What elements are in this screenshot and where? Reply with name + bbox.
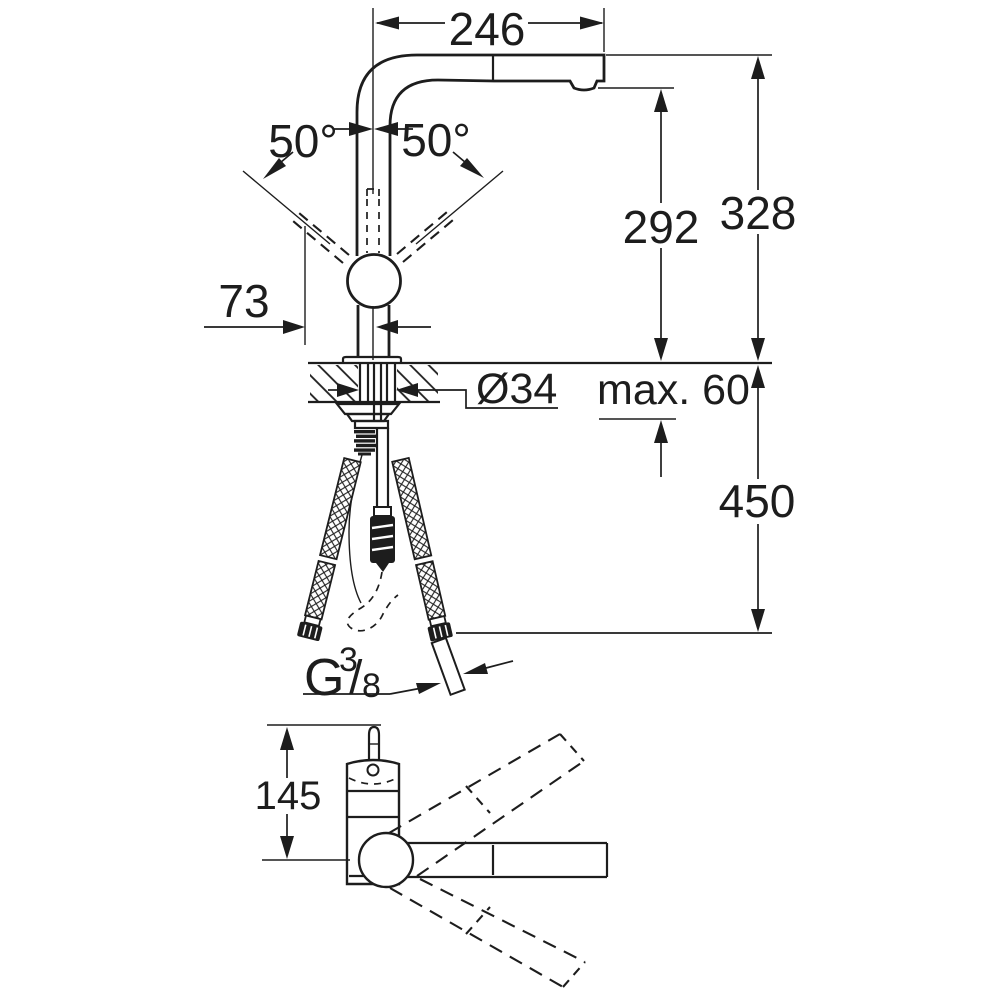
dimension-145: 145 xyxy=(255,724,381,861)
dim-328-label: 328 xyxy=(720,187,797,239)
dim-246-label: 246 xyxy=(449,3,526,55)
pullout-hose-straight xyxy=(375,428,390,514)
arrowhead-bottom xyxy=(280,836,294,859)
braided-hose-segment xyxy=(318,456,362,561)
arrowhead-axis-right xyxy=(460,158,484,178)
leader-line xyxy=(414,389,558,409)
lever-axis-left xyxy=(242,170,331,245)
dim-diameter-label: Ø34 xyxy=(476,365,557,413)
arrowhead-left xyxy=(283,320,305,334)
dim-145-label: 145 xyxy=(255,774,322,818)
dimension-328: 328 xyxy=(606,54,797,361)
arrowhead-top xyxy=(751,365,765,388)
arrowhead-bottom xyxy=(654,338,668,361)
weight-collar xyxy=(373,506,392,517)
spout-outline xyxy=(355,53,606,256)
plan-screw-hole xyxy=(366,763,380,777)
dimension-246: 246 xyxy=(375,3,605,55)
thread-callout-g38: G 3 / 8 xyxy=(303,641,514,707)
weight-slit xyxy=(371,523,394,530)
weight-slit xyxy=(371,545,394,552)
arrowhead-top xyxy=(280,727,294,750)
arrowhead-left xyxy=(337,383,359,397)
dim-max60-label: max. 60 xyxy=(597,366,750,414)
hose-weight xyxy=(370,506,395,572)
cartridge-hidden-lines xyxy=(366,188,380,253)
dimension-73: 73 xyxy=(204,226,431,345)
arrowhead-bottom xyxy=(751,338,765,361)
plan-dashed-arm-lower-caps xyxy=(465,906,586,988)
nut-facets xyxy=(432,624,449,639)
arrowhead-bottom xyxy=(751,609,765,632)
plan-spout-swivel-range xyxy=(388,733,586,988)
arrowhead-left xyxy=(375,16,399,30)
mounting-shank xyxy=(358,363,397,420)
plan-spout-arm xyxy=(407,841,609,879)
braided-hose-segment xyxy=(303,559,337,621)
leader-line xyxy=(485,660,514,669)
arrowhead-right xyxy=(396,383,418,397)
dim-50deg-right-label: 50° xyxy=(401,114,471,166)
faucet-plan-view xyxy=(345,725,609,988)
dim-450-label: 450 xyxy=(719,475,796,527)
lever-position-left xyxy=(292,212,350,264)
supply-hose-left xyxy=(297,456,362,642)
nut-facets xyxy=(302,624,319,639)
supply-hose-right xyxy=(391,456,453,642)
thread-g-label: G xyxy=(304,649,344,707)
thread-denominator: 8 xyxy=(362,667,381,705)
dim-50deg-left-label: 50° xyxy=(268,115,338,167)
arrowhead-right xyxy=(580,16,604,30)
leader-line xyxy=(389,687,423,695)
plan-dashed-arm-lower xyxy=(389,878,586,988)
thread-numerator: 3 xyxy=(339,641,358,679)
supply-tube-end xyxy=(430,636,466,697)
dimension-450: 450 xyxy=(456,365,796,634)
pullout-hose-loop xyxy=(346,571,399,632)
tube-end xyxy=(430,636,466,697)
fixing-nut xyxy=(353,419,390,430)
arrowhead-right xyxy=(463,663,488,674)
fixing-washer xyxy=(334,402,402,416)
plan-hidden-dome-edge xyxy=(348,777,398,785)
dim-73-label: 73 xyxy=(218,275,269,327)
lever-axis-right xyxy=(415,170,504,245)
weight-tip xyxy=(376,563,389,572)
threaded-stud xyxy=(354,430,376,456)
thread-slash: / xyxy=(349,652,363,705)
escutcheon-flange xyxy=(341,355,403,363)
braided-hose-segment xyxy=(391,456,433,561)
dimension-max-60: max. 60 xyxy=(597,366,750,477)
weight-slit xyxy=(371,534,394,541)
plan-dashed-arm-upper-caps xyxy=(465,733,585,814)
faucet-side-view xyxy=(297,8,772,697)
dim-292-label: 292 xyxy=(623,201,700,253)
arrowhead-top xyxy=(751,56,765,79)
dimension-diameter-34: Ø34 xyxy=(328,365,558,413)
dimension-292: 292 xyxy=(598,87,700,361)
plan-stem xyxy=(367,725,381,761)
arrowhead-up xyxy=(654,420,668,443)
ball-joint xyxy=(346,253,402,309)
braided-hose-segment xyxy=(414,560,447,621)
plan-dashed-arm-upper xyxy=(388,733,585,877)
arrowhead-top xyxy=(654,89,668,112)
dimension-50deg: 50° 50° xyxy=(242,114,504,264)
countertop-hatch-left xyxy=(310,365,358,401)
lever-position-right xyxy=(396,211,454,263)
arrowhead-axis-left xyxy=(263,158,286,179)
arrowhead-center-left xyxy=(349,122,373,136)
arrowhead-left xyxy=(416,683,441,694)
arrowhead-center-right xyxy=(374,122,398,136)
arrowhead-right xyxy=(376,320,398,334)
plan-swivel-pivot xyxy=(357,831,415,889)
